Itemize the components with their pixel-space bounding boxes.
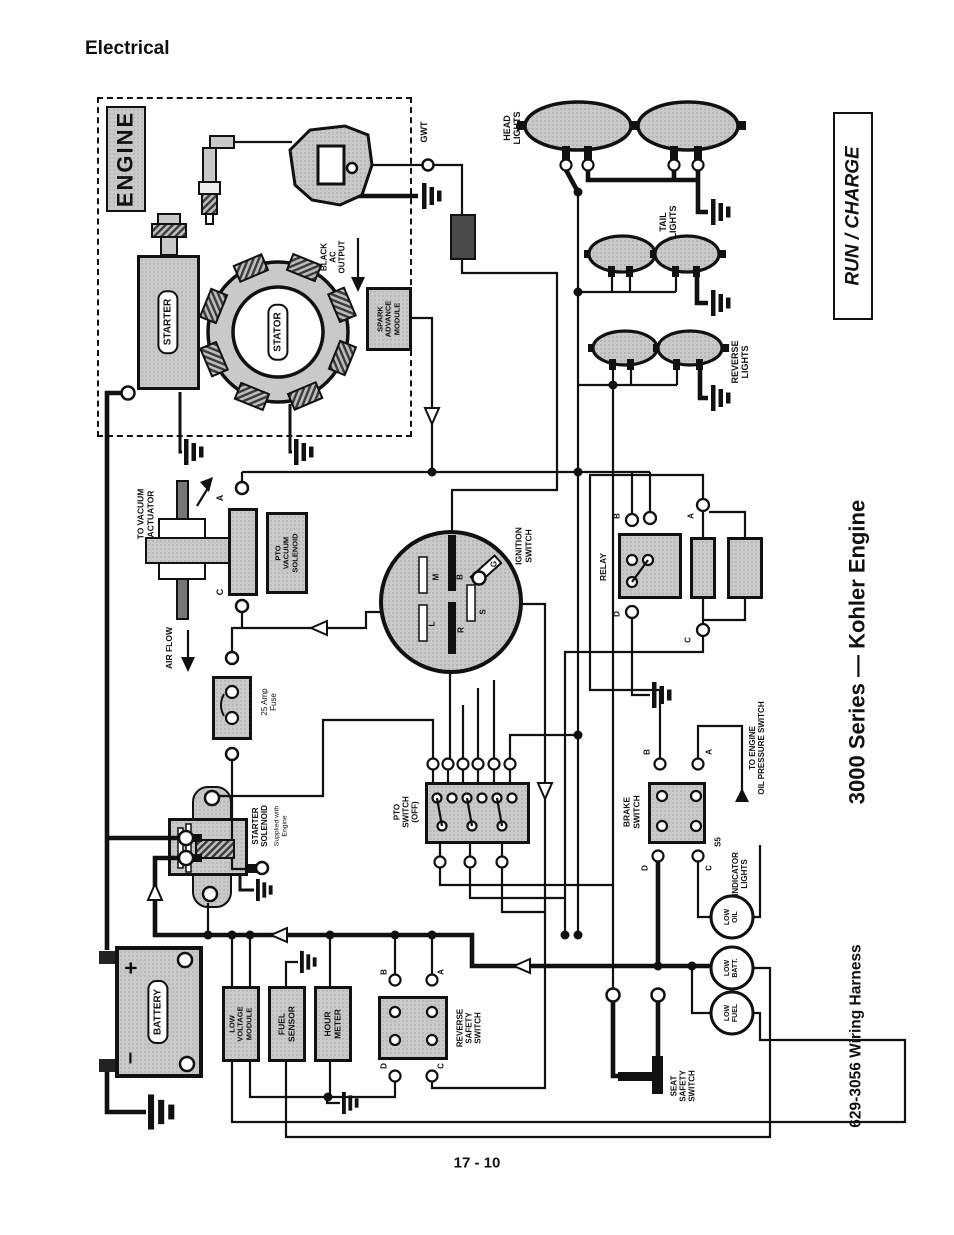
low-oil-lamp-label: LOW OIL — [724, 908, 739, 926]
low-fuel-lamp-label: LOW FUEL — [724, 1003, 739, 1023]
starter-solenoid-note: Supplied with Engine — [273, 805, 288, 847]
gwt-label: GWT — [418, 121, 429, 143]
starter-solenoid-label: STARTER SOLENOID — [251, 805, 269, 847]
relay-terminal-c: C — [683, 637, 693, 643]
pto-vacuum-solenoid-box — [266, 512, 308, 594]
engine-label-box — [106, 106, 146, 212]
low-voltage-module-box — [222, 986, 260, 1062]
spark-advance-module-box — [366, 287, 412, 351]
brake-switch-label: BRAKE SWITCH — [621, 795, 641, 829]
pto-switch-label: PTO SWITCH (OFF) — [392, 796, 420, 828]
battery-label: BATTERY — [147, 979, 169, 1045]
relay-terminal-b: B — [612, 513, 622, 519]
tail-lights-label: TAIL LIGHTS — [657, 205, 678, 239]
page-heading: Electrical — [85, 38, 170, 59]
battery-plus: + — [118, 961, 144, 975]
indicator-lights-label: INDICATOR LIGHTS — [731, 852, 749, 896]
brake-terminal-c: C — [704, 865, 714, 871]
vacuum-terminal-c: C — [214, 588, 225, 596]
regulator-box-2 — [727, 537, 763, 599]
low-voltage-module-label: LOW VOLTAGE MODULE — [227, 1006, 254, 1042]
ignition-terminal-r: R — [456, 627, 466, 633]
harness-title: 629-3056 Wiring Harness — [847, 944, 865, 1128]
vacuum-actuator-body — [228, 508, 258, 596]
starter-label: STARTER — [157, 289, 179, 355]
stator-label: STATOR — [267, 303, 289, 361]
reverse-safety-terminal-c: C — [436, 1063, 446, 1069]
ignition-terminal-b: B — [455, 574, 465, 580]
battery-negative-terminal — [99, 1059, 115, 1072]
relay-terminal-d: D — [612, 611, 622, 617]
regulator-box-1 — [690, 537, 716, 599]
to-vacuum-actuator-label: TO VACUUM ACTUATOR — [135, 488, 155, 540]
hour-meter-label: HOUR METER — [322, 1009, 342, 1039]
pto-vacuum-solenoid-label: PTO VACUUM SOLENOID — [273, 533, 300, 573]
pto-switch-box — [425, 782, 530, 844]
brake-terminal-a: A — [704, 749, 714, 755]
ignition-terminal-m: M — [431, 573, 441, 581]
page-number: 17 - 10 — [453, 1154, 501, 1172]
spark-advance-module-label: SPARK ADVANCE MODULE — [375, 300, 402, 338]
engine-label: ENGINE — [112, 110, 138, 208]
ignition-terminal-l: L — [427, 621, 437, 627]
ignition-terminal-s: S — [478, 609, 488, 615]
air-flow-label: AIR FLOW — [164, 626, 175, 670]
reverse-safety-terminal-a: A — [436, 969, 446, 975]
relay-label: RELAY — [598, 552, 609, 582]
relay-box — [618, 533, 682, 599]
seat-safety-switch-label: SEAT SAFETY SWITCH — [669, 1070, 697, 1102]
black-ac-output-label: BLACK AC OUTPUT — [319, 240, 347, 274]
relay-terminal-a: A — [686, 513, 696, 519]
brake-terminal-b: B — [642, 749, 652, 755]
brake-terminal-d: D — [640, 865, 650, 871]
fuse-label: 25 Amp Fuse — [260, 688, 278, 716]
reverse-safety-switch-box — [378, 996, 448, 1060]
series-title: 3000 Series — Kohler Engine — [844, 499, 870, 805]
battery-positive-terminal — [99, 951, 115, 964]
oil-pressure-note: TO ENGINE OIL PRESSURE SWITCH — [748, 701, 766, 795]
reverse-lights-label: REVERSE LIGHTS — [729, 340, 750, 384]
reverse-safety-switch-label: REVERSE SAFETY SWITCH — [455, 1008, 483, 1048]
battery-minus: – — [116, 1051, 142, 1065]
ignition-terminal-g: G — [489, 560, 499, 568]
hour-meter-box — [314, 986, 352, 1062]
vacuum-terminal-a: A — [214, 494, 225, 502]
engine-boundary — [97, 97, 412, 437]
run-charge-label: RUN / CHARGE — [842, 146, 864, 286]
low-batt-lamp-label: LOW BATT. — [724, 958, 739, 978]
fuel-sensor-label: FUEL SENSOR — [276, 1006, 296, 1042]
ignition-switch-label: IGNITION SWITCH — [513, 527, 533, 565]
head-lights-label: HEAD LIGHTS — [501, 111, 522, 145]
brake-s5-label: S5 — [713, 837, 723, 847]
run-charge-box — [833, 112, 873, 320]
fuel-sensor-box — [268, 986, 306, 1062]
reverse-safety-terminal-b: B — [379, 969, 389, 975]
reverse-safety-terminal-d: D — [379, 1063, 389, 1069]
